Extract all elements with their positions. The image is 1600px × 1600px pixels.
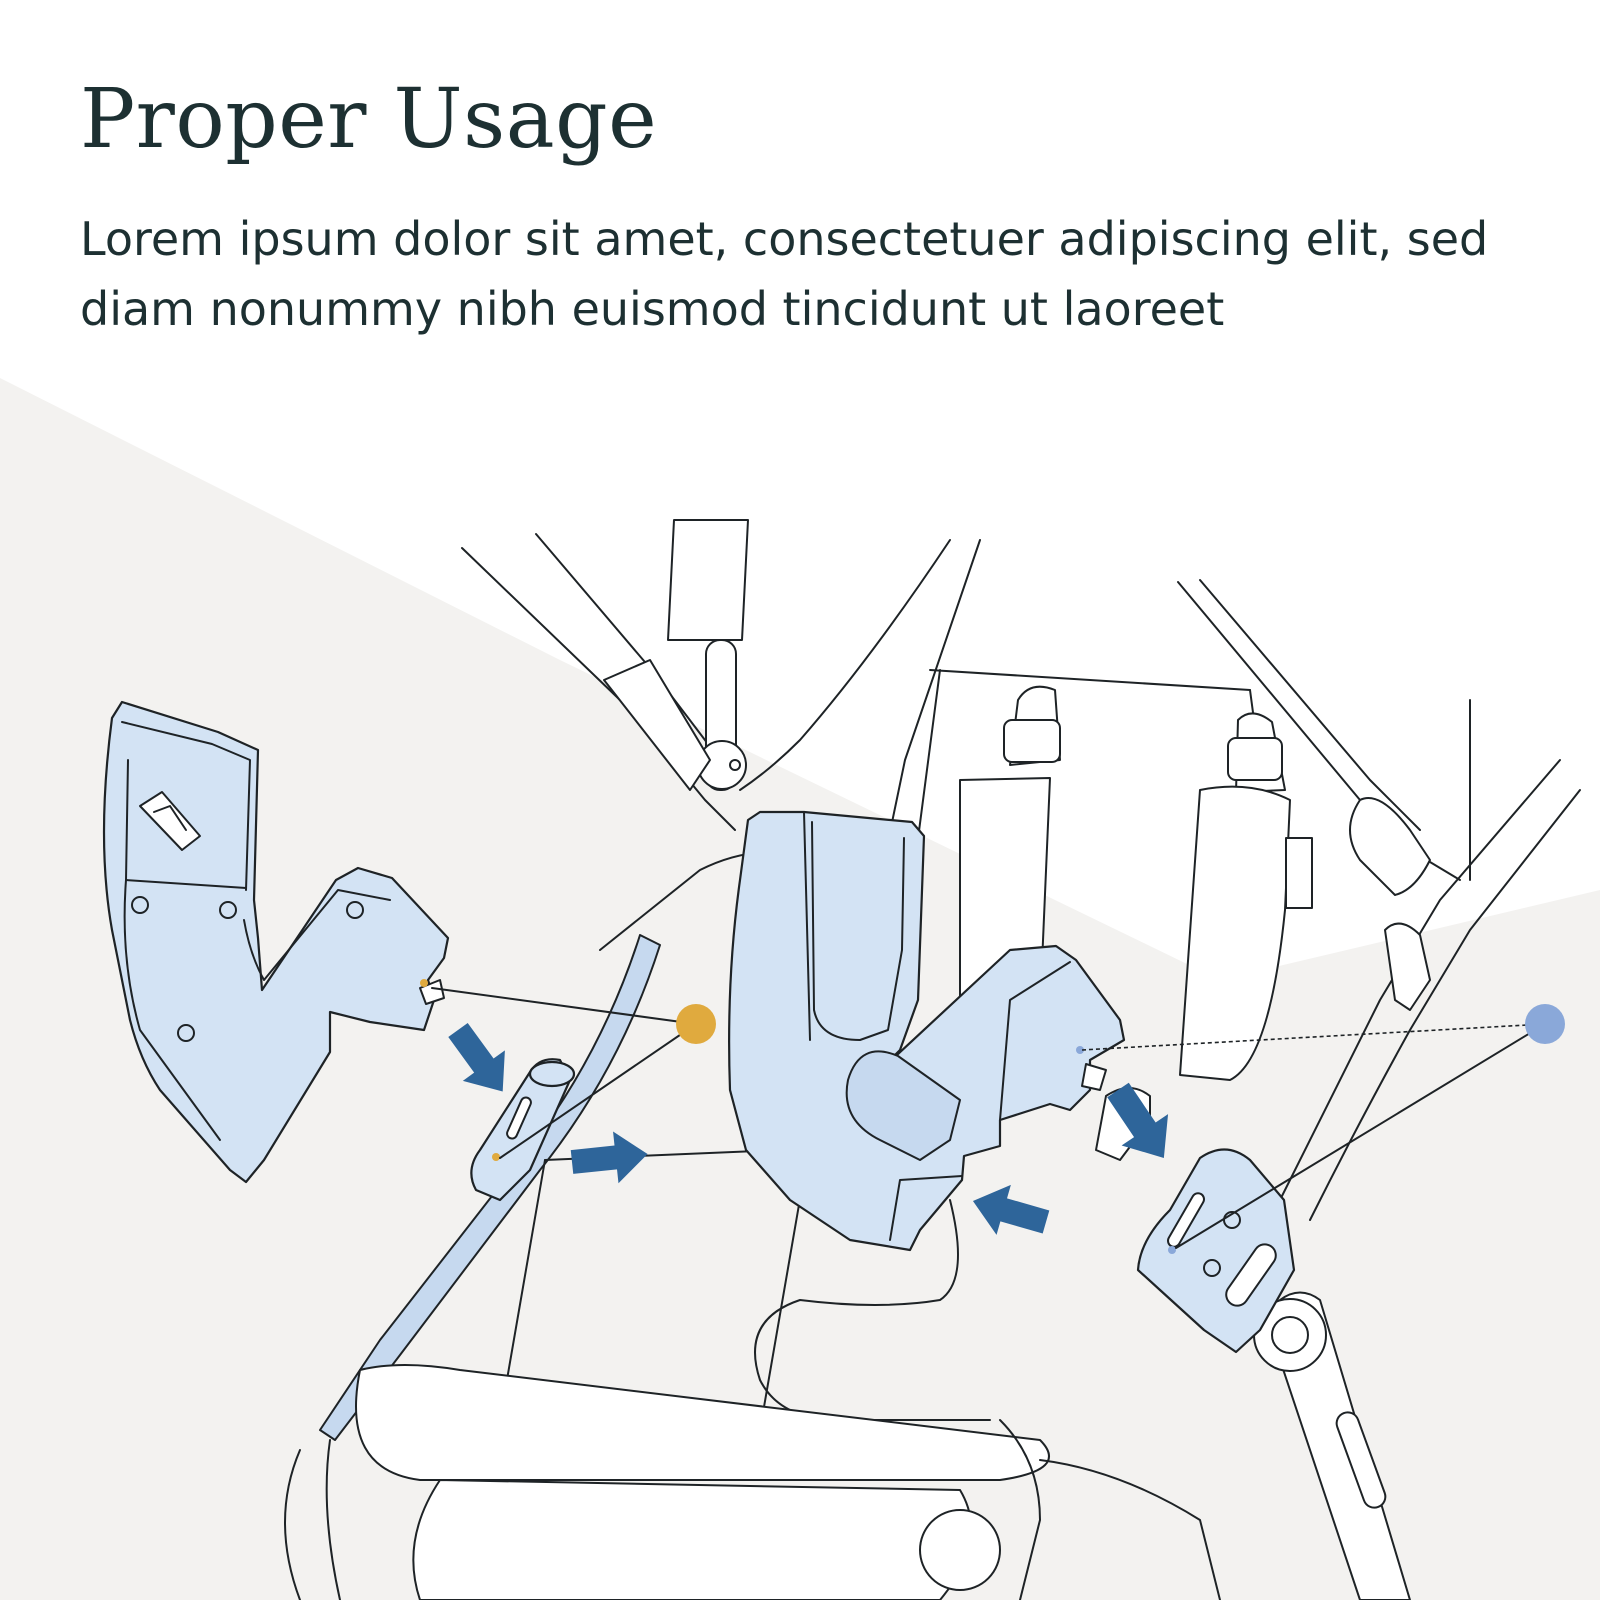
- header: Proper Usage Lorem ipsum dolor sit amet,…: [80, 72, 1540, 344]
- arrow-right-slide: [972, 1184, 1050, 1235]
- callout-lines: [431, 987, 1546, 1249]
- page-title: Proper Usage: [80, 72, 658, 167]
- arrow-center-adapter: [1107, 1082, 1169, 1158]
- callout-marker-right: [1525, 1004, 1565, 1044]
- stroller-frame: [284, 519, 1581, 1600]
- left-receiver: [470, 1058, 576, 1202]
- arrow-left-adapter: [448, 1022, 505, 1092]
- page-subtitle: Lorem ipsum dolor sit amet, consectetuer…: [80, 212, 1489, 336]
- callout-marker-left: [676, 1004, 716, 1044]
- center-adapter: [728, 810, 1126, 1252]
- arrow-left-slide: [570, 1131, 648, 1184]
- right-receiver: [1095, 1087, 1296, 1354]
- direction-arrows: [448, 1022, 1169, 1235]
- left-adapter: [102, 700, 450, 1184]
